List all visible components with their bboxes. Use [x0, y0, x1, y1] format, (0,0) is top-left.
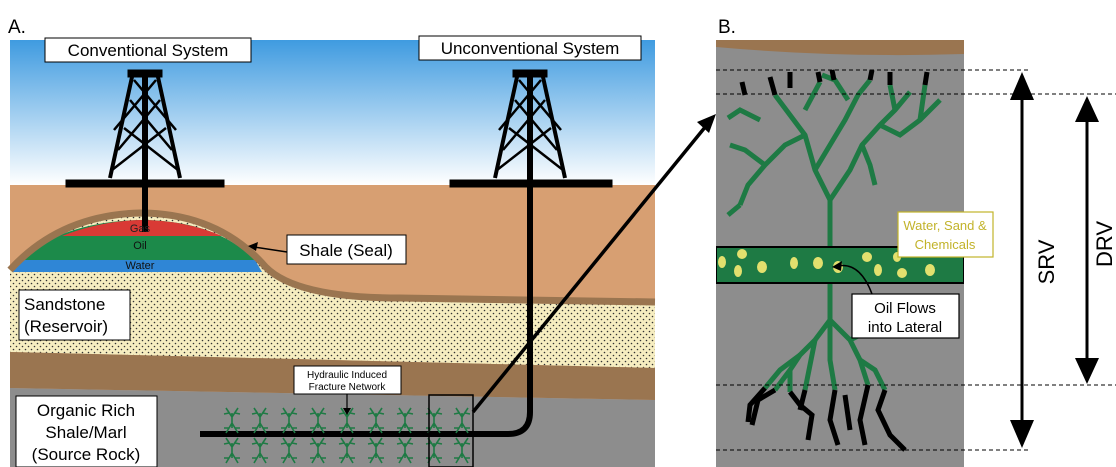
zoom-arrow — [471, 124, 708, 414]
fracture-label-line1: Hydraulic Induced — [307, 370, 387, 381]
gas-label: Gas — [130, 223, 151, 235]
lower-fracture-tips — [745, 384, 907, 452]
sandstone-label-box — [18, 289, 131, 341]
water-label: Water — [126, 260, 155, 272]
source-label-box — [15, 395, 158, 467]
proppant-label-box — [897, 211, 994, 258]
oil-flow-label-line2: into Lateral — [868, 319, 942, 336]
source-label-line2: Shale/Marl — [45, 423, 126, 442]
oil-label: Oil — [133, 240, 146, 252]
srv-label: SRV — [1034, 239, 1059, 284]
conventional-label: Conventional System — [68, 41, 229, 60]
conventional-label-box — [44, 37, 252, 63]
panel-a: A. Conventional System Unconventional Sy… — [7, 17, 716, 467]
drv-arrow — [1075, 96, 1099, 384]
water-zone — [12, 260, 262, 272]
oil-flow-arrow — [837, 264, 873, 295]
zoom-arrowhead — [697, 114, 716, 133]
seal-label-box — [286, 234, 407, 265]
oil-flow-label-line1: Oil Flows — [874, 300, 936, 317]
drv-label: DRV — [1092, 221, 1116, 267]
sandstone-label-line1: Sandstone — [24, 295, 105, 314]
seal-label: Shale (Seal) — [299, 241, 393, 260]
proppant-label-line2: Chemicals — [915, 237, 976, 252]
proppant-label-line1: Water, Sand & — [903, 218, 987, 233]
source-label-line1: Organic Rich — [37, 401, 135, 420]
conventional-rig — [65, 69, 225, 232]
upper-fracture-network — [726, 72, 942, 250]
source-rock-layer — [10, 388, 655, 467]
source-label-line3: (Source Rock) — [32, 445, 141, 464]
zoom-box — [428, 394, 474, 467]
fracture-label-box — [293, 365, 402, 395]
panel-a-letter: A. — [8, 17, 26, 38]
extent-lines — [716, 69, 1116, 451]
oil-flow-label-box — [851, 293, 960, 339]
fracture-label-line2: Fracture Network — [309, 382, 387, 393]
panel-b-shale-top — [716, 40, 964, 56]
unconventional-label: Unconventional System — [441, 39, 620, 58]
unconventional-label-box — [418, 35, 642, 61]
panel-b: B. — [716, 17, 1116, 467]
sandstone-label-line2: (Reservoir) — [24, 317, 108, 336]
panel-b-letter: B. — [718, 17, 736, 38]
unconventional-rig — [200, 69, 613, 437]
seal-shale — [7, 209, 656, 306]
srv-arrow — [1010, 72, 1034, 448]
upper-fracture-tips — [739, 69, 930, 96]
